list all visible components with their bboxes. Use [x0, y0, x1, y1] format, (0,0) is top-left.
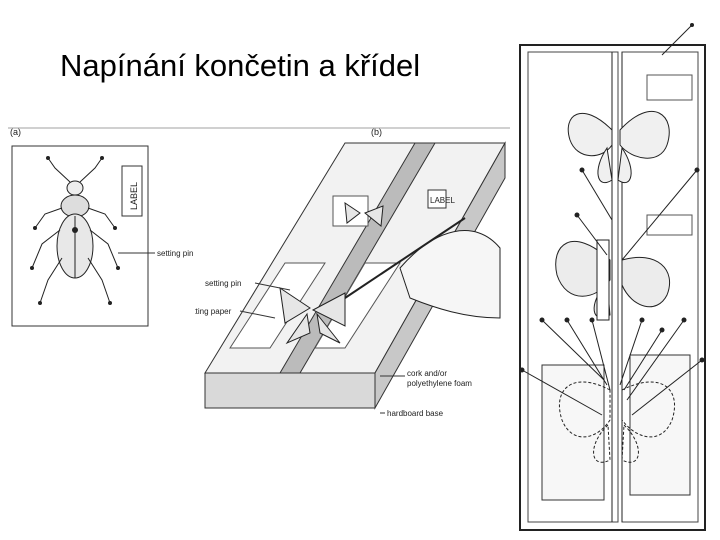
panel-label-a: (a)	[10, 127, 21, 137]
setting-pin-label-b: setting pin	[205, 279, 241, 288]
panel-label-b: (b)	[371, 127, 382, 137]
setting-board-illustration: (b) LABEL setting pin setting paper c	[195, 127, 510, 418]
setting-pin-label-a: setting pin	[157, 249, 193, 258]
hardboard-label: hardboard base	[387, 409, 444, 418]
spreading-board-illustration	[519, 23, 706, 531]
slide-title: Napínání končetin a křídel	[60, 48, 421, 83]
beetle-figure: (a) LABEL setting pin	[0, 118, 205, 333]
setting-paper-label: setting paper	[195, 307, 232, 316]
label-box-a: LABEL	[129, 182, 139, 210]
spreading-board-photo	[512, 20, 712, 535]
beetle-illustration: (a) LABEL setting pin	[8, 127, 205, 327]
setting-board-figure: (b) LABEL setting pin setting paper c	[195, 118, 510, 428]
cork-foam-label-2: polyethylene foam	[407, 379, 472, 388]
cork-foam-label-1: cork and/or	[407, 369, 447, 378]
label-box-b: LABEL	[430, 196, 455, 205]
